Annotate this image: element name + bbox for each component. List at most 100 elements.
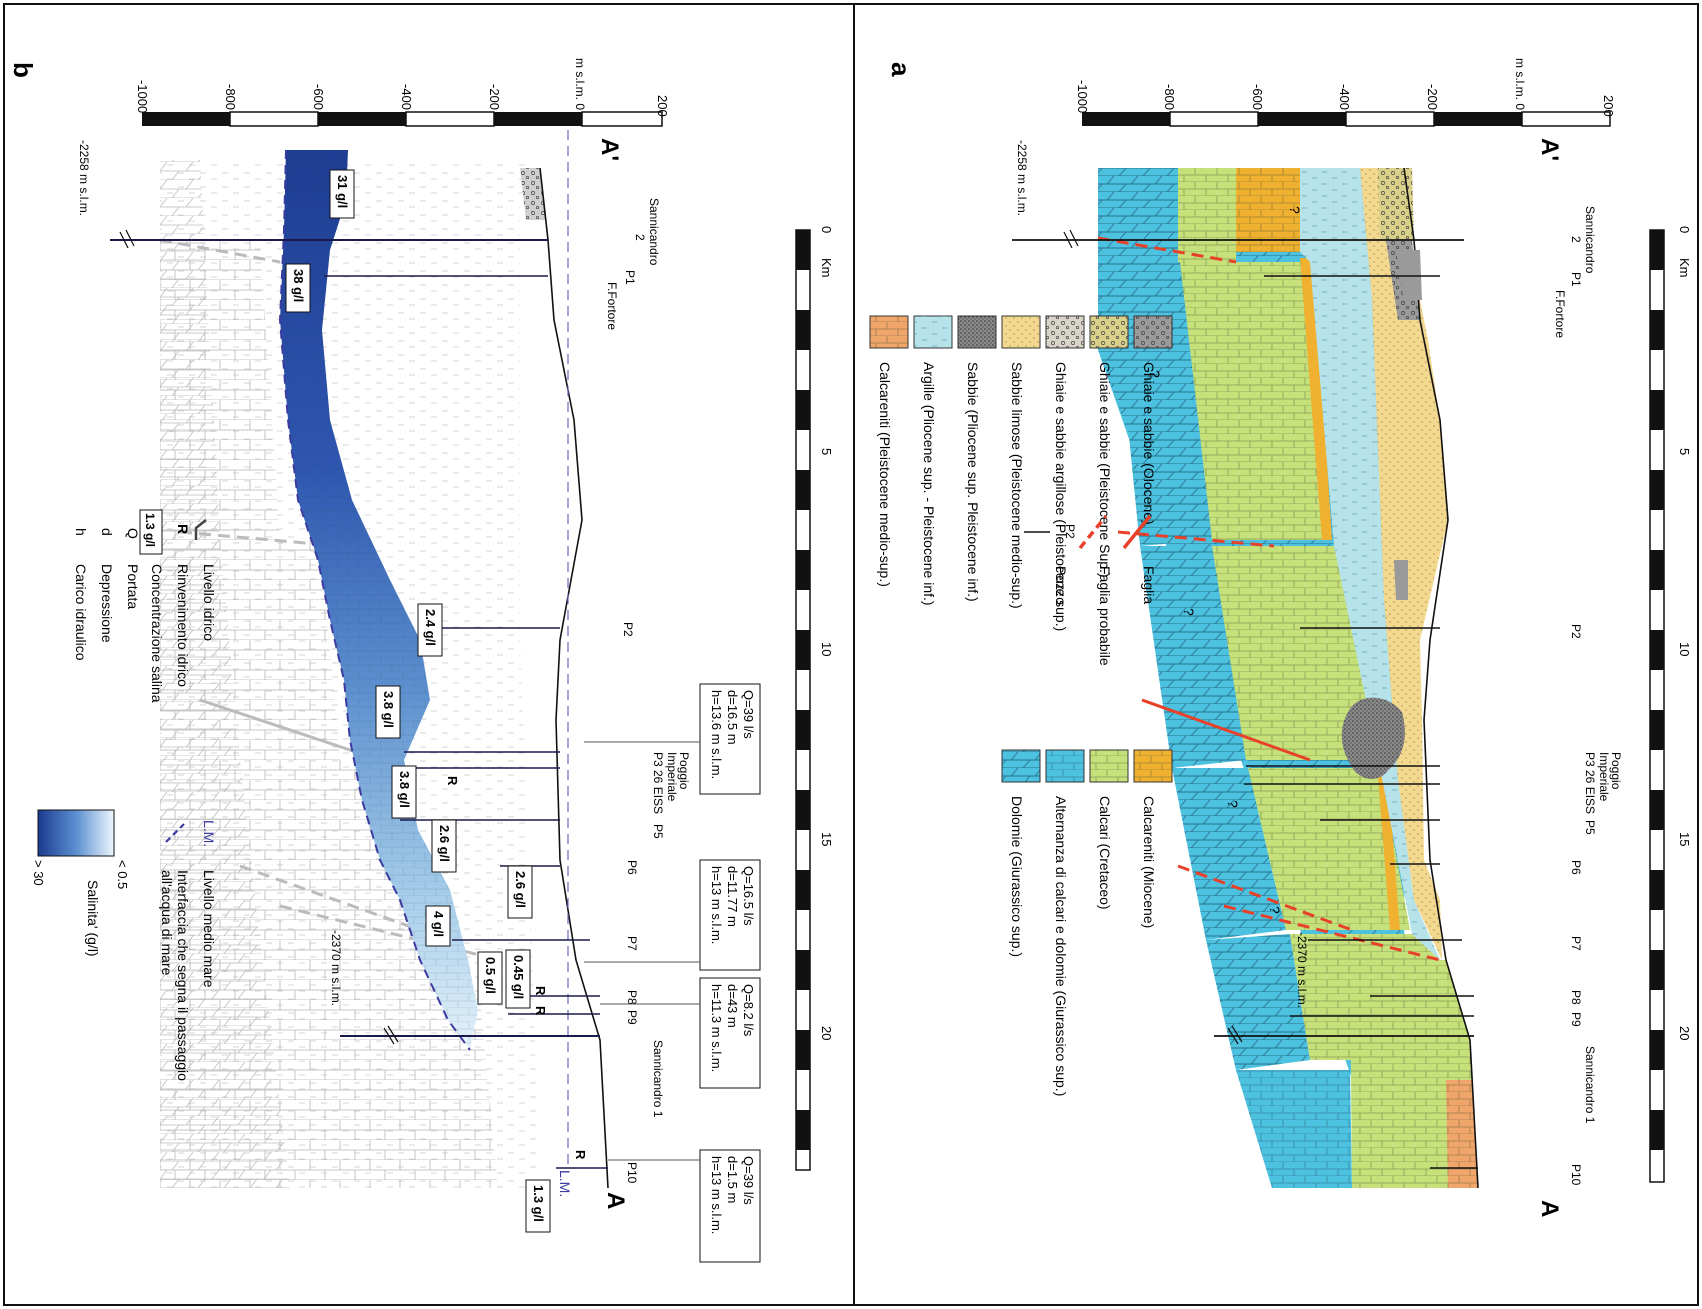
qm-1: ? [1287,206,1303,214]
legend-a-label-13: Pozzo [1053,566,1069,605]
legend-b-conc-sym: 1.3 g/l [143,513,157,547]
legend-a-swatch-2 [1045,315,1085,349]
b-well-label-p5: P5 [651,824,665,839]
legend-b-portata: Portata [125,564,141,609]
salinity-1: 38 g/l [291,269,306,302]
pumping-box-2-d: d=11.77 m [725,866,740,927]
legend-b-depressione: Depressione [99,564,115,643]
elev-tick-a-m400: -400 [1337,84,1352,110]
elev-tick-b-m200: -200 [487,84,502,110]
km-tick-b-5: 5 [819,448,834,455]
legend-b-salinita: Salinita' (g/l) [85,880,101,957]
b-well-label-poggio2: Imperiale [665,752,679,802]
legend-b-interfaccia-1: Interfaccia che segna il passaggio [175,870,191,1081]
km-tick-a-10: 10 [1677,642,1692,656]
elev-unit-a: m s.l.m. 0 [1513,58,1527,110]
geologic-section-a [1098,167,1479,1189]
legend-a-symbol-fault-probable [1078,514,1108,550]
well-label-p7: P7 [1569,936,1583,951]
legend-a-label-2: Ghiaie e sabbie argillose (Pleistocene s… [1053,362,1069,631]
qm-4: ? [1225,800,1241,808]
km-tick-a-20: 20 [1677,1026,1692,1040]
salinity-4: 3.8 g/l [397,771,412,808]
legend-b: Livello idrico R Rinvenimento idrico 1.3… [31,509,217,1081]
b-well-label-poggio3: P3 26 EISS [651,752,665,814]
legend-a-label-8: Calcari (Cretaceo) [1097,796,1113,910]
km-label-a: Km [1677,258,1692,278]
section-start-a: A' [1536,138,1563,161]
b-well-label-sannicandro2-num: 2 [633,234,647,241]
qm-2: ? [1147,370,1163,378]
legend-b-d-sym: d [99,528,115,536]
b-well-label-fortore: F.Fortore [605,282,619,330]
b-well-label-poggio1: Poggio [677,752,691,790]
km-scale-a: 0 Km 5 10 15 20 [1649,226,1692,1183]
well-label-p5: P5 [1583,820,1597,835]
pumping-box-1: Q=39 l/s d=16.5 m h=13.6 m s.l.m. [584,683,761,795]
elev-tick-b-m800: -800 [223,84,238,110]
legend-a-label-0: Ghiaie e sabbie (Olocene) [1141,362,1157,525]
pumping-box-3: Q=8.2 l/s d=43 m h=11.3 m s.l.m. [600,977,761,1089]
legend-a-swatch-6 [869,315,909,349]
well-label-p1: P1 [1569,272,1583,287]
r-marker-4: R [573,1150,588,1160]
legend-a-swatch-7 [1133,749,1173,783]
legend-b-conc-box [139,509,163,555]
legend-b-q-sym: Q [125,528,141,539]
qm-5: ? [1267,906,1283,914]
legend-a-swatch-0 [1133,315,1173,349]
legend-b-r-sym: R [175,524,191,534]
r-markers-b: R R R R [445,776,588,1160]
section-start-b: A' [596,138,623,161]
well-label-p9: P9 [1569,1012,1583,1027]
well-label-p2: P2 [1569,624,1583,639]
pumping-boxes-b: Q=39 l/s d=16.5 m h=13.6 m s.l.m. Q=16.5… [584,683,761,1263]
elev-tick-a-m600: -600 [1250,84,1265,110]
salinity-2: 2.4 g/l [423,609,438,646]
km-label-b: Km [819,258,834,278]
legend-b-interfaccia-2: all'acqua di mare [159,870,175,976]
legend-b-lm-sym: L.M. [201,820,217,847]
salinity-6: 2.6 g/l [513,871,528,908]
well-label-poggio2: Imperiale [1597,752,1611,802]
salinity-10: 1.3 g/l [531,1185,546,1222]
elev-tick-b-200: 200 [655,95,670,117]
depth-note-b-right: -2370 m s.l.m. [329,930,343,1006]
legend-a-swatch-8 [1089,749,1129,783]
legend-a-label-5: Argille (Pliocene sup. - Pleistocene inf… [921,362,937,606]
legend-a-swatch-5 [913,315,953,349]
b-well-label-p7: P7 [625,936,639,951]
salinity-7: 4 g/l [431,911,446,937]
b-well-label-p6: P6 [625,860,639,875]
wells-b [110,229,608,1169]
elev-tick-a-m200: -200 [1425,84,1440,110]
well-label-p6: P6 [1569,860,1583,875]
b-well-label-sannicandro1: Sannicandro 1 [651,1040,665,1118]
well-label-fortore: F.Fortore [1553,290,1567,338]
legend-a-swatch-1 [1089,315,1129,349]
b-well-label-p1: P1 [623,270,637,285]
depth-note-a-right: -2370 m s.l.m. [1295,932,1309,1008]
legend-a-symbol-fault [1122,514,1152,550]
well-labels-a: Sannicandro 2 P1 F.Fortore P2 Poggio Imp… [1015,140,1623,1186]
legend-a-swatch-4 [957,315,997,349]
r-marker-2: R [533,986,548,996]
legend-a-label-10: Dolomie (Giurassico sup.) [1009,796,1025,957]
legend-b-livello-idrico: Livello idrico [201,564,217,641]
salinity-3: 3.8 g/l [381,691,396,728]
well-label-sannicandro2: Sannicandro [1583,206,1597,274]
b-well-label-p10: P10 [625,1162,639,1184]
legend-a-label-11: Faglia [1141,566,1157,604]
km-tick-b-20: 20 [819,1026,834,1040]
section-end-a: A [1536,1200,1563,1217]
pumping-box-4-h: h=13 m s.l.m. [709,1156,724,1234]
km-tick-a-5: 5 [1677,448,1692,455]
km-tick-b-15: 15 [819,832,834,846]
legend-a-label-9: Alternanza di calcari e dolomie (Giurass… [1053,796,1069,1096]
legend-a-label-1: Ghiaie e sabbie (Pleistocene Sup.) [1097,362,1113,578]
legend-b-water-level-icon [194,519,207,540]
salinity-0: 31 g/l [335,175,350,208]
legend-a-swatch-3 [1001,315,1041,349]
km-tick-a-15: 15 [1677,832,1692,846]
well-label-sannicandro1: Sannicandro 1 [1583,1046,1597,1124]
